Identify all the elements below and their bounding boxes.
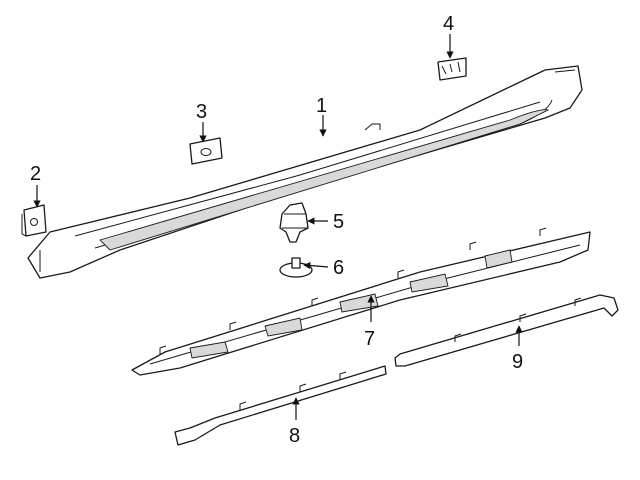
callout-2: 2	[30, 163, 41, 185]
callout-7: 7	[364, 328, 375, 350]
leader-6	[303, 261, 329, 270]
callout-3: 3	[196, 101, 207, 123]
retainer-part-5	[279, 202, 309, 243]
callout-8: 8	[289, 425, 300, 447]
strip-part-9	[394, 294, 619, 367]
callout-6: 6	[333, 257, 344, 279]
callout-9: 9	[512, 351, 523, 373]
label-plate-part-3	[189, 137, 223, 165]
callout-4: 4	[443, 13, 454, 35]
fastener-part-6	[279, 257, 313, 278]
rocker-panel-molding	[27, 65, 583, 279]
clip-part-4	[437, 57, 467, 81]
clip-part-2	[21, 204, 47, 237]
callout-1: 1	[316, 95, 327, 117]
strip-part-8	[174, 365, 387, 446]
callout-5: 5	[333, 211, 344, 233]
